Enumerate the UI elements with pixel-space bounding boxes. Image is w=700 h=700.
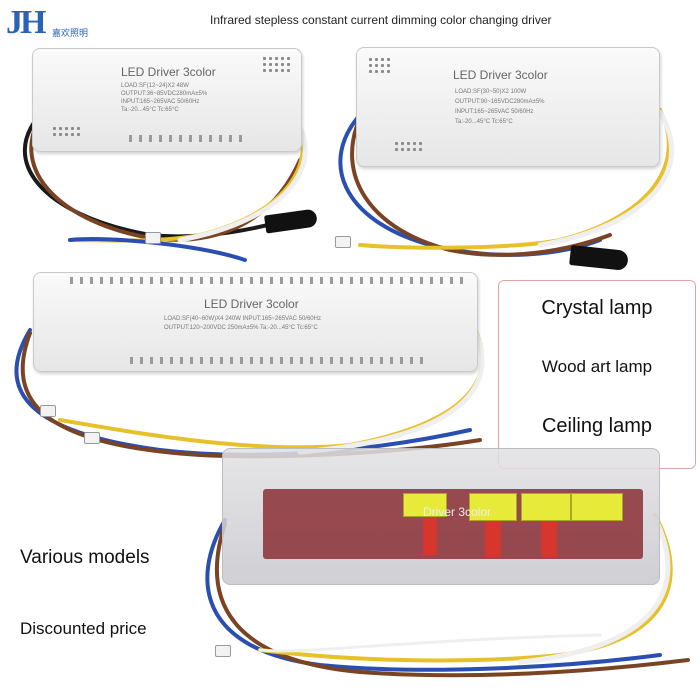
driver-4-relay-1 xyxy=(423,517,437,555)
brand-logo: JH 嘉欢照明 xyxy=(6,6,116,46)
driver-3-spec-line-2: OUTPUT:120~200VDC 250mA±5% Ta:-20...45°C… xyxy=(164,325,318,331)
application-crystal-lamp: Crystal lamp xyxy=(541,297,653,319)
driver-4-component-3 xyxy=(521,493,571,521)
headline: Infrared stepless constant current dimmi… xyxy=(210,13,552,27)
driver-3-slots-bottom xyxy=(130,357,423,364)
driver-2-spec-input: INPUT:165~265VAC 50/60Hz xyxy=(455,109,534,115)
driver-3-label: LED Driver 3color xyxy=(204,297,299,311)
driver-1-vents xyxy=(263,57,290,72)
application-ceiling-lamp: Ceiling lamp xyxy=(541,415,653,437)
driver-3-slots-top xyxy=(70,277,463,284)
selling-point-various-models: Various models xyxy=(20,547,150,568)
driver-2-wires xyxy=(338,108,674,257)
driver-3-connector-a xyxy=(40,405,56,417)
selling-point-discounted-price: Discounted price xyxy=(20,619,147,638)
driver-4-label: Driver 3color xyxy=(423,505,492,519)
driver-1-label: LED Driver 3color xyxy=(121,65,216,79)
driver-2-vents-bottom xyxy=(395,142,422,151)
logo-subtext: 嘉欢照明 xyxy=(52,28,89,38)
driver-4-component-1 xyxy=(403,493,447,517)
driver-2-spec-load: LOAD:SF(30~50)X2 100W xyxy=(455,89,527,95)
driver-1-vents-bottom xyxy=(53,127,80,136)
driver-4-component-2 xyxy=(469,493,517,521)
driver-4-relay-3 xyxy=(541,521,557,557)
driver-3-box: LED Driver 3color LOAD:SF(40~60W)X4 240W… xyxy=(33,272,478,372)
driver-2-box: LED Driver 3color LOAD:SF(30~50)X2 100W … xyxy=(356,47,660,167)
application-wood-art-lamp: Wood art lamp xyxy=(541,357,653,376)
driver-4-box: Driver 3color xyxy=(222,448,660,585)
applications-box: Crystal lamp Wood art lamp Ceiling lamp xyxy=(498,280,696,469)
driver-3-connector-b xyxy=(84,432,100,444)
driver-3-spec-line-1: LOAD:SF(40~60W)X4 240W INPUT:165~265VAC … xyxy=(164,316,321,322)
driver-2-spec-temp: Ta:-20...45°C Tc:65°C xyxy=(455,119,513,125)
driver-4-component-4 xyxy=(571,493,623,521)
logo-mark: JH xyxy=(6,4,46,41)
driver-1-connector xyxy=(145,232,161,244)
driver-4-connector xyxy=(215,645,231,657)
driver-1-spec-temp: Ta:-20...45°C Tc:65°C xyxy=(121,107,179,113)
driver-2-spec-output: OUTPUT:90~165VDC280mA±5% xyxy=(455,99,545,105)
driver-1-spec-input: INPUT:165~265VAC 50/60Hz xyxy=(121,99,200,105)
driver-1-spec-output: OUTPUT:36~85VDC280mA±5% xyxy=(121,91,208,97)
driver-2-label: LED Driver 3color xyxy=(453,68,548,82)
driver-1-slots xyxy=(129,135,242,142)
driver-4-wires xyxy=(205,513,690,678)
driver-1-spec-load: LOAD:SF(12~24)X2 48W xyxy=(121,83,189,89)
driver-2-connector xyxy=(335,236,351,248)
driver-1-box: LED Driver 3color LOAD:SF(12~24)X2 48W O… xyxy=(32,48,302,152)
driver-2-vents xyxy=(369,58,390,73)
driver-4-relay-2 xyxy=(485,521,501,557)
